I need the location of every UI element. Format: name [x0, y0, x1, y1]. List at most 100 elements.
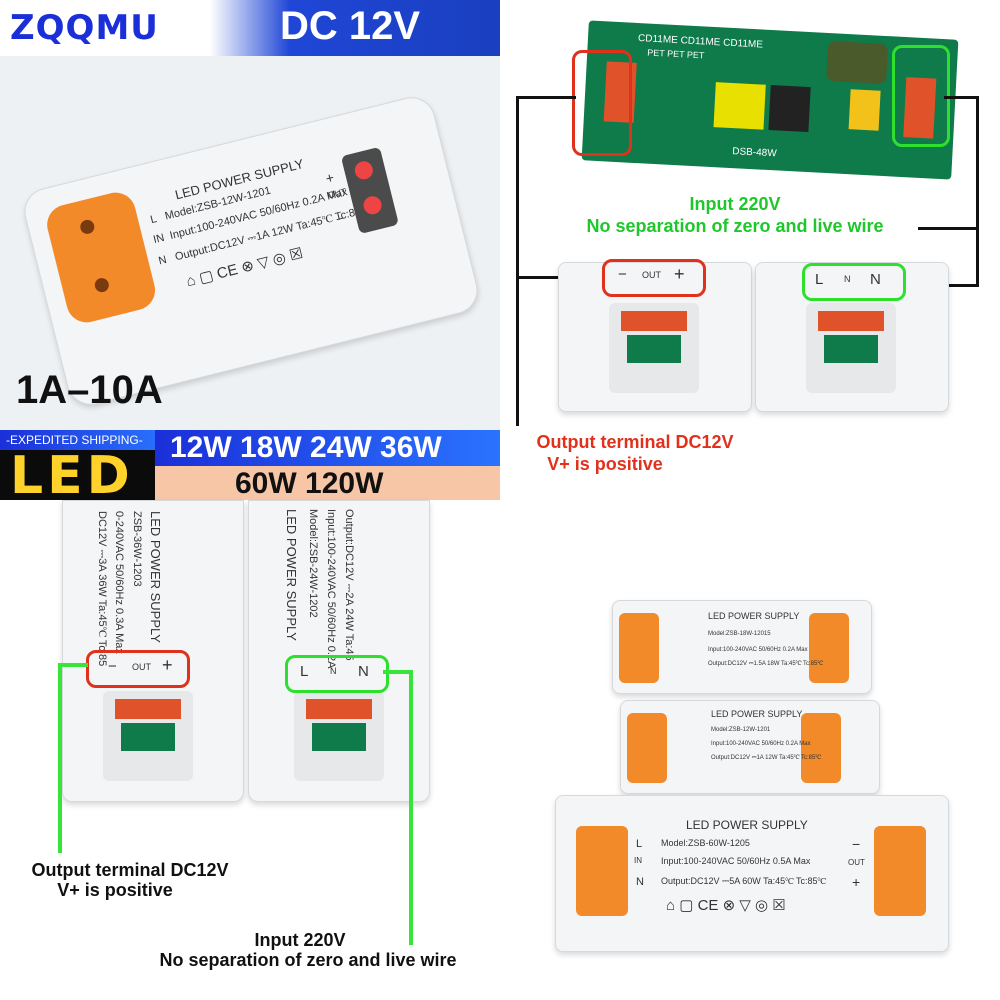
screw-icon — [361, 194, 384, 217]
output-polarity-box — [602, 259, 706, 297]
watts-bar-top — [155, 430, 500, 466]
unit-model: Model:ZSB-18W-12015 — [708, 631, 771, 637]
terminal-window — [103, 691, 193, 781]
label-36w-input: 0-240VAC 50/60Hz 0.3A Max — [113, 511, 125, 654]
out-plus: + — [162, 655, 173, 675]
psu-orange-cap — [874, 826, 926, 916]
psu-60w-unit: LED POWER SUPPLY L Model:ZSB-60W-1205 IN… — [555, 795, 949, 952]
terminal-pcb — [627, 335, 681, 363]
terminal-window — [294, 691, 384, 781]
bl-input-callout-line2: No separation of zero and live wire — [159, 950, 457, 970]
in-l: L — [300, 663, 309, 680]
out-minus: − — [618, 266, 627, 283]
unit-output: Output:DC12V ⎓1A 12W Ta:45℃ Tc:85℃ — [711, 755, 822, 761]
green-highlight-box — [892, 45, 950, 147]
terminal-pcb — [121, 723, 175, 751]
wire-line-green — [409, 670, 413, 945]
unit-heading: LED POWER SUPPLY — [708, 611, 800, 621]
unit-model: Model:ZSB-60W-1205 — [661, 838, 750, 848]
unit-input: Input:100-240VAC 50/60Hz 0.2A Max — [708, 647, 808, 653]
unit-output: Output:DC12V ⎓1.5A 18W Ta:45℃ Tc:85℃ — [708, 661, 824, 667]
voltage-title: DC 12V — [279, 4, 421, 48]
psu-orange-cap — [42, 188, 160, 327]
wattage-options-line2: 60W 120W — [235, 467, 384, 500]
led-badge-bg — [0, 450, 155, 500]
label-36w-model: ZSB-36W-1203 — [131, 511, 143, 587]
wattage-options-line1: 12W 18W 24W 36W — [170, 431, 442, 464]
wire-line-green — [383, 670, 413, 674]
relay-icon — [848, 89, 881, 131]
label-24w-model: Model:ZSB-24W-1202 — [307, 509, 319, 618]
pcb-model: DSB-48W — [731, 146, 777, 160]
capacitor-icon — [826, 40, 889, 85]
output-polarity-box-2 — [86, 650, 190, 688]
in-n-small: N — [330, 666, 337, 676]
letter-in: IN — [634, 856, 642, 865]
label-letter-l: L — [149, 213, 159, 227]
wire-line — [944, 96, 978, 99]
wire-line-green — [58, 663, 88, 667]
in-l: L — [815, 271, 824, 288]
certification-icons: ⌂ ▢ CE ⊗ ▽ ◎ ☒ — [666, 897, 786, 914]
psu-orange-cap — [627, 713, 667, 783]
input-callout-line1: Input 220V — [689, 194, 781, 214]
psu-orange-cap — [576, 826, 628, 916]
out-plus: + — [674, 264, 685, 284]
screw-icon — [352, 159, 375, 182]
watts-bar-bottom — [155, 466, 500, 500]
label-letter-in: IN — [152, 231, 166, 247]
output-callout-line1: Output terminal DC12V — [536, 432, 734, 452]
transformer-icon — [713, 82, 766, 130]
unit-heading: LED POWER SUPPLY — [686, 818, 808, 832]
unit-output: Output:DC12V ⎓5A 60W Ta:45℃ Tc:85℃ — [661, 876, 827, 886]
output-callout-line2: V+ is positive — [547, 454, 663, 474]
pcb-cap-sub: PET PET PET — [647, 47, 705, 61]
unit-model: Model:ZSB-12W-1201 — [711, 727, 771, 733]
psu-24w-body: LED POWER SUPPLY Model:ZSB-24W-1202 Inpu… — [248, 500, 430, 802]
transformer-icon — [768, 85, 811, 133]
wire-line — [516, 96, 519, 426]
label-letter-n: N — [157, 253, 168, 268]
label-24w-input: Input:100-240VAC 50/60Hz 0.2A — [325, 509, 337, 669]
out-label: OUT — [642, 270, 661, 280]
input-terminal-box — [802, 263, 906, 301]
terminal-block — [306, 699, 372, 719]
terminal-pcb — [312, 723, 366, 751]
psu-orange-cap — [619, 613, 659, 683]
psu-18w-unit: LED POWER SUPPLY Model:ZSB-18W-12015 Inp… — [612, 600, 872, 694]
psu-output-end — [558, 262, 752, 412]
out-label: OUT — [132, 662, 151, 672]
plus: + — [852, 874, 861, 890]
bl-output-callout-line1: Output terminal DC12V — [31, 860, 229, 880]
brand-bar — [0, 0, 500, 56]
in-n-small: N — [844, 274, 851, 284]
letter-n: N — [636, 876, 644, 888]
input-terminal-box-2 — [285, 655, 389, 693]
terminal-block — [818, 311, 884, 331]
psu-12w-unit: LED POWER SUPPLY Model:ZSB-12W-1201 Inpu… — [620, 700, 880, 794]
out-minus: − — [108, 658, 117, 675]
psu-orange-cap — [809, 613, 849, 683]
unit-input: Input:100-240VAC 50/60Hz 0.5A Max — [661, 856, 811, 866]
shipping-badge: -EXPEDITED SHIPPING- — [0, 430, 166, 450]
in-n: N — [870, 271, 881, 288]
bl-output-callout-line2: V+ is positive — [57, 880, 173, 900]
label-24w-output: Output:DC12V ⎓2A 24W Ta:45 — [343, 509, 355, 661]
label-36w-output: DC12V ⎓3A 36W Ta:45℃ Tc:85 — [96, 511, 108, 667]
psu-input-end — [755, 262, 949, 412]
wire-line-green — [58, 663, 62, 853]
brand-logo: ZQQMU — [10, 8, 159, 48]
in-n: N — [358, 663, 369, 680]
terminal-block — [621, 311, 687, 331]
wire-line — [918, 227, 978, 230]
wire-line — [516, 96, 576, 99]
unit-heading: LED POWER SUPPLY — [711, 709, 803, 719]
input-callout-line2: No separation of zero and live wire — [586, 216, 884, 236]
psu-orange-cap — [801, 713, 841, 783]
out: OUT — [848, 858, 865, 867]
led-badge: LED — [10, 446, 134, 506]
label-24w-heading: LED POWER SUPPLY — [284, 509, 299, 641]
wire-line — [976, 96, 979, 286]
current-range: 1A–10A — [16, 368, 163, 412]
terminal-pcb — [824, 335, 878, 363]
